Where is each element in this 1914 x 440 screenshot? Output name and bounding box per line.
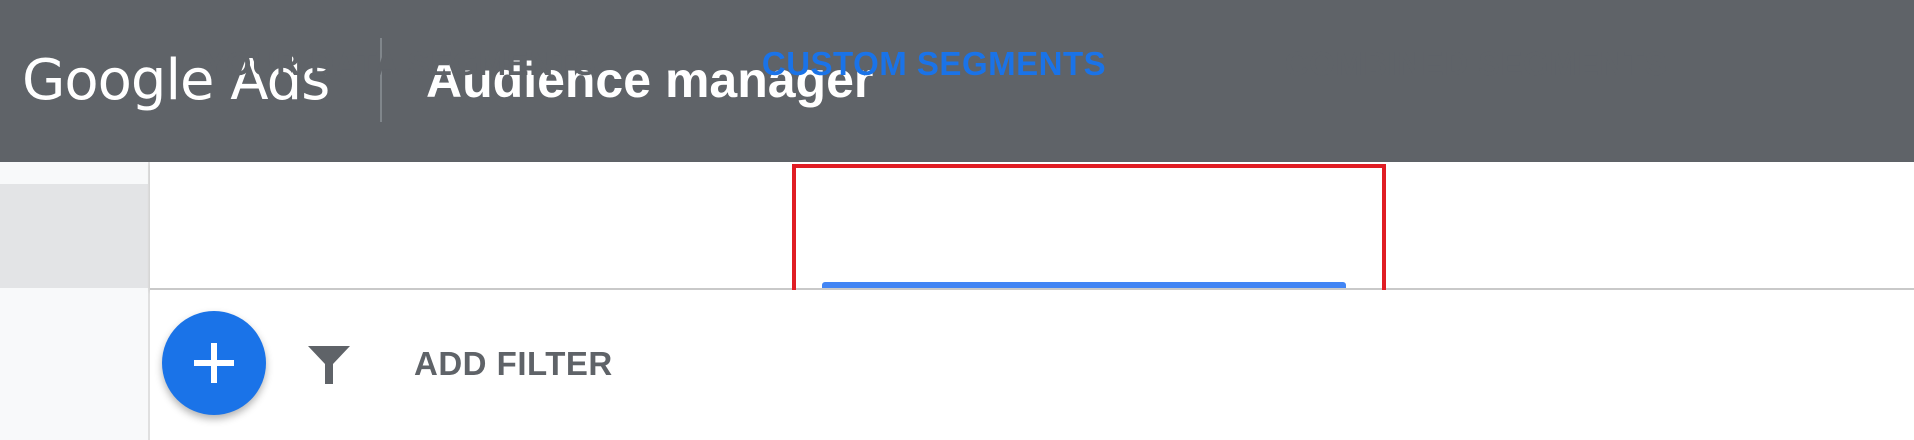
- add-segment-button[interactable]: [162, 311, 266, 415]
- tab-your-data-segments[interactable]: YOUR DATA SEGMENTS: [203, 45, 597, 82]
- left-navigation-rail: [0, 162, 150, 440]
- tabs-bar: [150, 162, 1914, 290]
- tab-custom-segments[interactable]: CUSTOM SEGMENTS: [761, 45, 1107, 82]
- funnel-icon[interactable]: [306, 342, 352, 388]
- left-rail-item[interactable]: [0, 184, 148, 288]
- add-filter-button[interactable]: ADD FILTER: [414, 345, 613, 382]
- plus-icon: [194, 343, 234, 383]
- google-ads-logo[interactable]: Google Ads: [22, 48, 330, 113]
- app-header: Google Ads Audience manager: [0, 0, 1914, 162]
- tab-combined-segments[interactable]: COMBINED SEGMENTS: [1284, 45, 1668, 82]
- page-title: Audience manager: [426, 52, 874, 108]
- toolbar: [150, 290, 1914, 440]
- header-divider: [380, 38, 382, 122]
- active-tab-indicator: [822, 282, 1346, 288]
